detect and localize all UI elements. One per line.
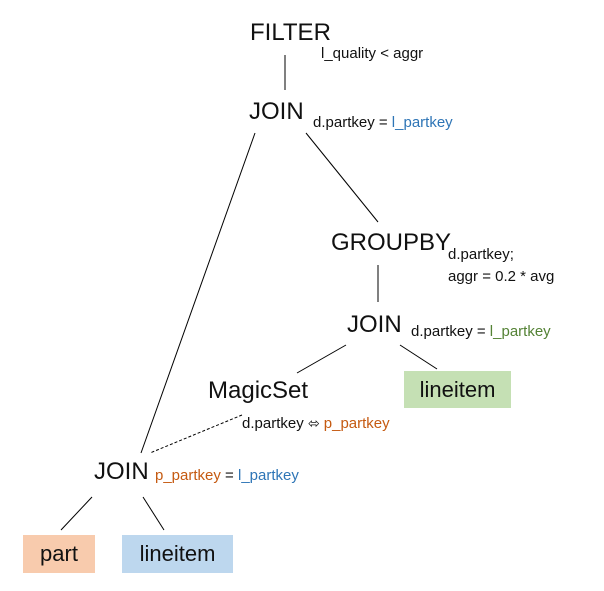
filter-node: FILTER bbox=[250, 19, 331, 46]
edge-join-bottom-lineitem bbox=[142, 496, 165, 531]
edge-join-bottom-part bbox=[60, 496, 93, 531]
magicset-cond-left: d.partkey bbox=[242, 415, 308, 432]
table-lineitem-blue: lineitem bbox=[122, 535, 233, 573]
join-bottom-node: JOIN bbox=[94, 458, 149, 485]
join-bottom-cond-right: l_partkey bbox=[237, 467, 299, 484]
join-bottom-condition: p_partkey = l_partkey bbox=[155, 467, 299, 485]
join-bottom-cond-left: p_partkey bbox=[155, 467, 221, 484]
join-top-condition: d.partkey = l_partkey bbox=[313, 114, 453, 132]
groupby-aggregate: aggr = 0.2 * avg bbox=[448, 268, 555, 285]
join-top-cond-right: l_partkey bbox=[391, 114, 453, 131]
table-lineitem-green: lineitem bbox=[404, 371, 511, 408]
join-mid-node: JOIN bbox=[347, 311, 402, 338]
edge-magicset-join-bottom-dashed bbox=[149, 414, 243, 454]
join-top-cond-left: d.partkey = bbox=[313, 114, 392, 131]
join-mid-condition: d.partkey = l_partkey bbox=[411, 323, 551, 341]
table-part: part bbox=[23, 535, 95, 573]
join-bottom-cond-eq: = bbox=[220, 467, 238, 484]
groupby-keys: d.partkey; bbox=[448, 246, 514, 263]
magicset-condition: d.partkey ⬄ p_partkey bbox=[242, 415, 390, 433]
join-mid-cond-left: d.partkey = bbox=[411, 323, 490, 340]
magicset-cond-right: p_partkey bbox=[319, 415, 390, 432]
groupby-node: GROUPBY bbox=[331, 229, 452, 256]
filter-condition: l_quality < aggr bbox=[321, 45, 424, 62]
edge-join-top-join-bottom bbox=[140, 132, 256, 454]
join-mid-cond-right: l_partkey bbox=[489, 323, 551, 340]
edge-join-top-groupby bbox=[305, 132, 379, 223]
edge-join-mid-magicset bbox=[296, 344, 347, 374]
magicset-node: MagicSet bbox=[208, 377, 309, 404]
equivalence-arrow-icon: ⬄ bbox=[307, 416, 320, 432]
edge-join-mid-lineitem bbox=[399, 344, 438, 370]
join-top-node: JOIN bbox=[249, 98, 304, 125]
